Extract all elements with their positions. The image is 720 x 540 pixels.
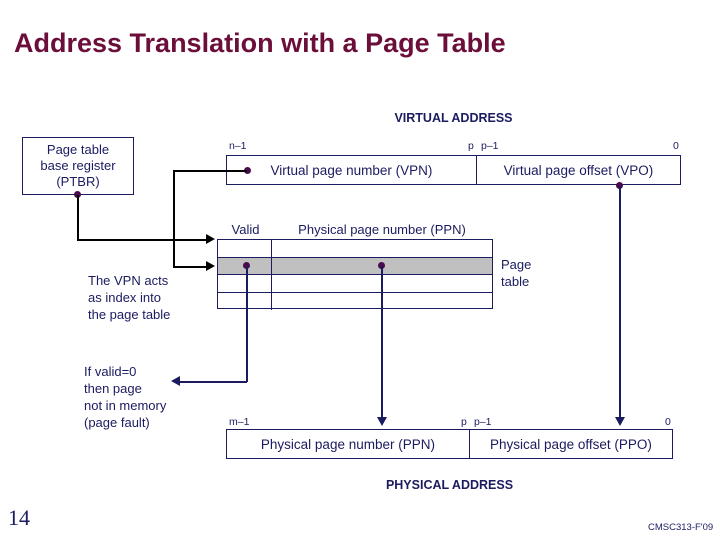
physical-address-caption: PHYSICAL ADDRESS	[385, 478, 514, 492]
vpn-connection-dot	[244, 167, 251, 174]
page-table-grid	[217, 239, 493, 310]
ptbr-line-2: base register	[40, 158, 116, 173]
ptbr-line-3: (PTBR)	[56, 174, 100, 189]
ppn-field: Physical page number (PPN)	[227, 430, 470, 458]
valid-connector-vertical	[246, 266, 248, 382]
page-table-column-header-valid: Valid	[231, 222, 260, 237]
va-bit-low-label: 0	[673, 140, 679, 152]
page-table-column-header-ppn: Physical page number (PPN)	[298, 222, 466, 237]
vpn-connector-horizontal-top	[173, 170, 247, 172]
ppo-field: Physical page offset (PPO)	[490, 436, 652, 452]
page-fault-note-line2: then page	[84, 381, 142, 396]
ppn-arrow-head	[377, 417, 387, 426]
pa-bit-low-label: 0	[665, 416, 671, 428]
column-divider	[271, 257, 272, 274]
vpn-index-note-line1: The VPN acts	[88, 273, 169, 288]
course-tag: CMSC313-F'09	[648, 522, 714, 533]
ptbr-box: Page table base register (PTBR)	[22, 137, 134, 195]
column-divider	[271, 275, 272, 292]
column-divider	[271, 240, 272, 257]
vpo-connection-dot	[616, 182, 623, 189]
ptbr-arrow-head	[206, 234, 215, 244]
table-row	[218, 240, 492, 258]
ppn-connection-dot	[378, 262, 385, 269]
page-fault-note-line1: If valid=0	[84, 364, 137, 379]
vpn-index-note-line3: the page table	[88, 307, 171, 322]
ptbr-connector-horizontal	[77, 239, 207, 241]
page-fault-note-line3: not in memory	[84, 398, 167, 413]
virtual-address-box: Virtual page number (VPN) Virtual page o…	[226, 155, 681, 185]
va-bit-split-left-label: p	[468, 140, 474, 152]
page-fault-note-line4: (page fault)	[84, 415, 150, 430]
valid-connector-horizontal	[180, 381, 247, 383]
page-number: 14	[8, 505, 30, 530]
valid-arrow-head	[171, 376, 180, 386]
physical-address-box: Physical page number (PPN) Physical page…	[226, 429, 673, 459]
virtual-address-caption: VIRTUAL ADDRESS	[394, 111, 513, 125]
va-bit-split-right-label: p–1	[481, 140, 499, 152]
vpo-field: Virtual page offset (VPO)	[503, 162, 654, 178]
table-row	[218, 257, 492, 275]
vpo-connector-vertical	[619, 186, 621, 418]
page-title: Address Translation with a Page Table	[14, 28, 506, 58]
table-row	[218, 275, 492, 293]
page-table-side-label-line2: table	[501, 274, 530, 289]
vpn-connector-vertical	[173, 170, 175, 267]
pa-bit-high-label: m–1	[229, 416, 250, 428]
table-row	[218, 292, 492, 310]
vpn-index-note-line2: as index into	[88, 290, 161, 305]
ptbr-line-1: Page table	[46, 142, 110, 157]
pa-bit-split-left-label: p	[461, 416, 467, 428]
ptbr-connection-dot	[74, 191, 81, 198]
vpn-field: Virtual page number (VPN)	[227, 156, 477, 184]
column-divider	[271, 292, 272, 310]
vpn-arrow-head	[206, 261, 215, 271]
va-bit-high-label: n–1	[229, 140, 247, 152]
vpo-arrow-head	[615, 417, 625, 426]
ppn-connector-vertical	[381, 266, 383, 418]
vpn-connector-horizontal-bottom	[173, 266, 207, 268]
ptbr-connector-vertical	[77, 195, 79, 240]
pa-bit-split-right-label: p–1	[474, 416, 492, 428]
valid-bit-dot	[243, 262, 250, 269]
page-table-side-label-line1: Page	[501, 257, 532, 272]
